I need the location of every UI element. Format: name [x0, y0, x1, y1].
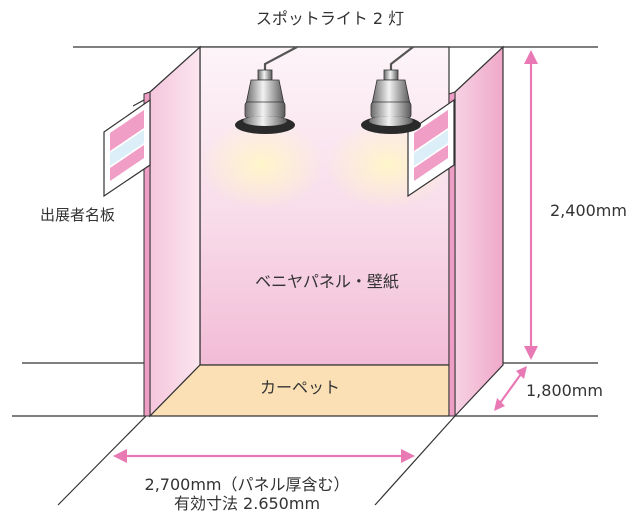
wall-label: ベニヤパネル・壁紙	[255, 272, 399, 291]
spotlight-icon-right	[361, 46, 421, 134]
spotlight-icon	[235, 46, 298, 134]
width-dimension-label: 2,700mm（パネル厚含む）	[144, 475, 350, 494]
nameplate-sign-icon	[103, 98, 151, 198]
nameplate-label: 出展者名板	[40, 206, 116, 224]
depth-dimension-label: 1,800mm	[526, 381, 603, 400]
height-dimension-label: 2,400mm	[550, 201, 627, 220]
carpet-label: カーペット	[259, 378, 341, 397]
floor-perspective-lines	[57, 415, 456, 506]
effective-width-label: 有効寸法 2.650mm	[173, 494, 321, 513]
page-title: スポットライト 2 灯	[255, 9, 405, 28]
light-glow-left	[200, 120, 324, 210]
right-side-panel	[454, 45, 504, 418]
left-side-panel	[149, 45, 201, 418]
dimension-arrow-icon	[113, 50, 538, 463]
